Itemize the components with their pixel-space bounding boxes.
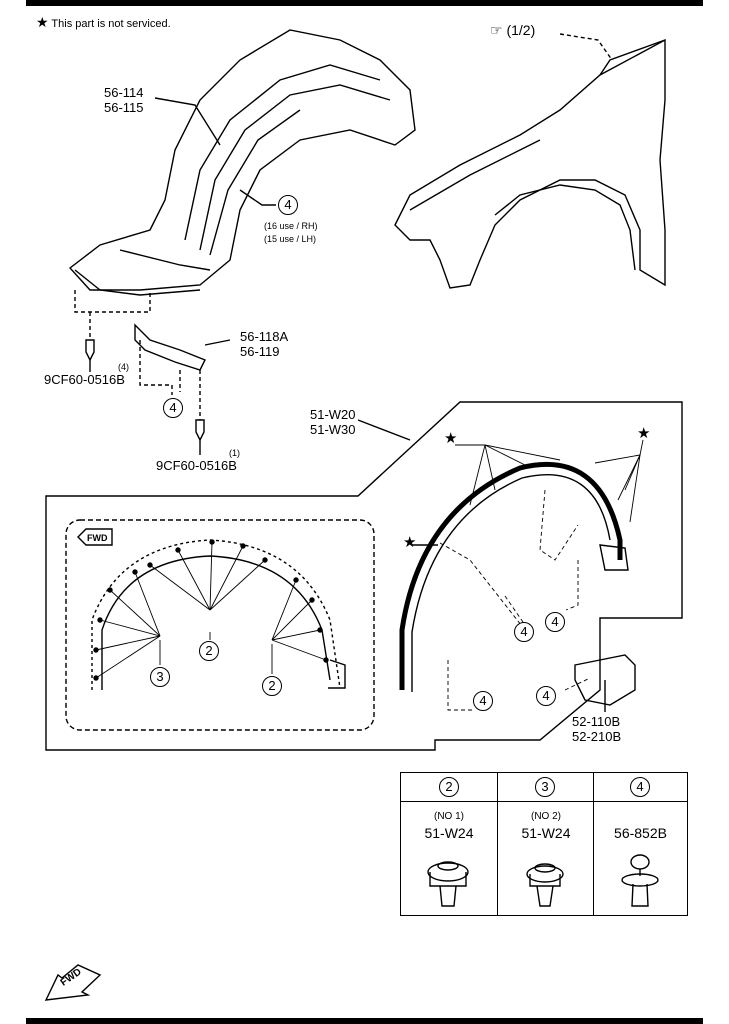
callout-4-moulding-b: 4 (545, 612, 565, 632)
clip-table-col-3: 3 (NO 2) 51-W24 (497, 773, 594, 915)
table-callout-4: 4 (630, 777, 650, 797)
callout-4-moulding-c: 4 (473, 691, 493, 711)
table-callout-3: 3 (535, 777, 555, 797)
screw-1-qty: (4) (118, 362, 129, 372)
legend-note-text: This part is not serviced. (51, 18, 171, 30)
screw-2 (195, 419, 205, 442)
usage-rh: (16 use / RH) (264, 221, 318, 231)
clip-no1-icon (427, 861, 469, 907)
fwd-arrow-small (77, 528, 113, 546)
screw-1 (85, 339, 95, 362)
fender-panel-outline (394, 38, 666, 289)
callout-4-bracket2: 4 (536, 686, 556, 706)
clip-part-number[interactable]: 51-W24 (521, 825, 571, 841)
clip-sub-label: (NO 2) (531, 811, 561, 822)
part-number-51-w30[interactable]: 51-W30 (310, 422, 356, 437)
clip-table: 2 (NO 1) 51-W24 3 (NO 2) 51-W24 4 56-852… (400, 772, 688, 916)
not-serviced-star-icon: ★ (444, 430, 458, 447)
part-number-51-w20[interactable]: 51-W20 (310, 407, 356, 422)
star-icon: ★ (36, 14, 49, 30)
table-callout-2: 2 (439, 777, 459, 797)
callout-4-moulding-a: 4 (514, 622, 534, 642)
not-serviced-star-icon: ★ (403, 534, 417, 551)
part-number-screw-2[interactable]: 9CF60-0516B (156, 458, 237, 473)
part-number-52-110b[interactable]: 52-110B (572, 714, 621, 729)
callout-2-center: 2 (199, 641, 219, 661)
part-number-56-115[interactable]: 56-115 (104, 100, 144, 115)
clip-table-col-4: 4 56-852B (593, 773, 687, 915)
callout-2-right: 2 (262, 676, 282, 696)
top-border (26, 0, 703, 6)
part-number-56-119[interactable]: 56-119 (240, 344, 280, 359)
callout-4-bracket: 4 (163, 398, 183, 418)
fwd-label-small: FWD (87, 533, 108, 543)
clip-layout-box (65, 519, 375, 731)
part-number-56-114[interactable]: 56-114 (104, 85, 144, 100)
clip-sub-label: (NO 1) (434, 811, 464, 822)
part-number-screw-1[interactable]: 9CF60-0516B (44, 372, 125, 387)
legend-note: ★ This part is not serviced. (36, 14, 171, 30)
bottom-border (26, 1018, 703, 1024)
not-serviced-star-icon: ★ (637, 425, 651, 442)
fwd-arrow-large (44, 964, 102, 1001)
clip-part-number[interactable]: 51-W24 (424, 825, 474, 841)
bracket-52-110b (574, 654, 636, 706)
page-reference[interactable]: ☞ (1/2) (490, 22, 536, 38)
page-reference-text: (1/2) (506, 22, 536, 38)
bracket-outline (134, 323, 206, 371)
clip-table-col-2: 2 (NO 1) 51-W24 (401, 773, 497, 915)
fender-liner-outline (68, 29, 416, 291)
clip-no2-icon (526, 863, 564, 907)
part-number-52-210b[interactable]: 52-210B (572, 729, 622, 744)
pointing-hand-icon: ☞ (490, 22, 503, 38)
part-number-56-118a[interactable]: 56-118A (240, 329, 289, 344)
clip-part-number[interactable]: 56-852B (614, 825, 667, 841)
callout-4-liner: 4 (278, 195, 298, 215)
wheel-arch-moulding (399, 461, 623, 690)
screw-2-qty: (1) (229, 448, 240, 458)
usage-lh: (15 use / LH) (264, 234, 317, 244)
push-pin-clip-icon (621, 854, 659, 907)
callout-frame (45, 401, 683, 751)
callout-3-left: 3 (150, 667, 170, 687)
